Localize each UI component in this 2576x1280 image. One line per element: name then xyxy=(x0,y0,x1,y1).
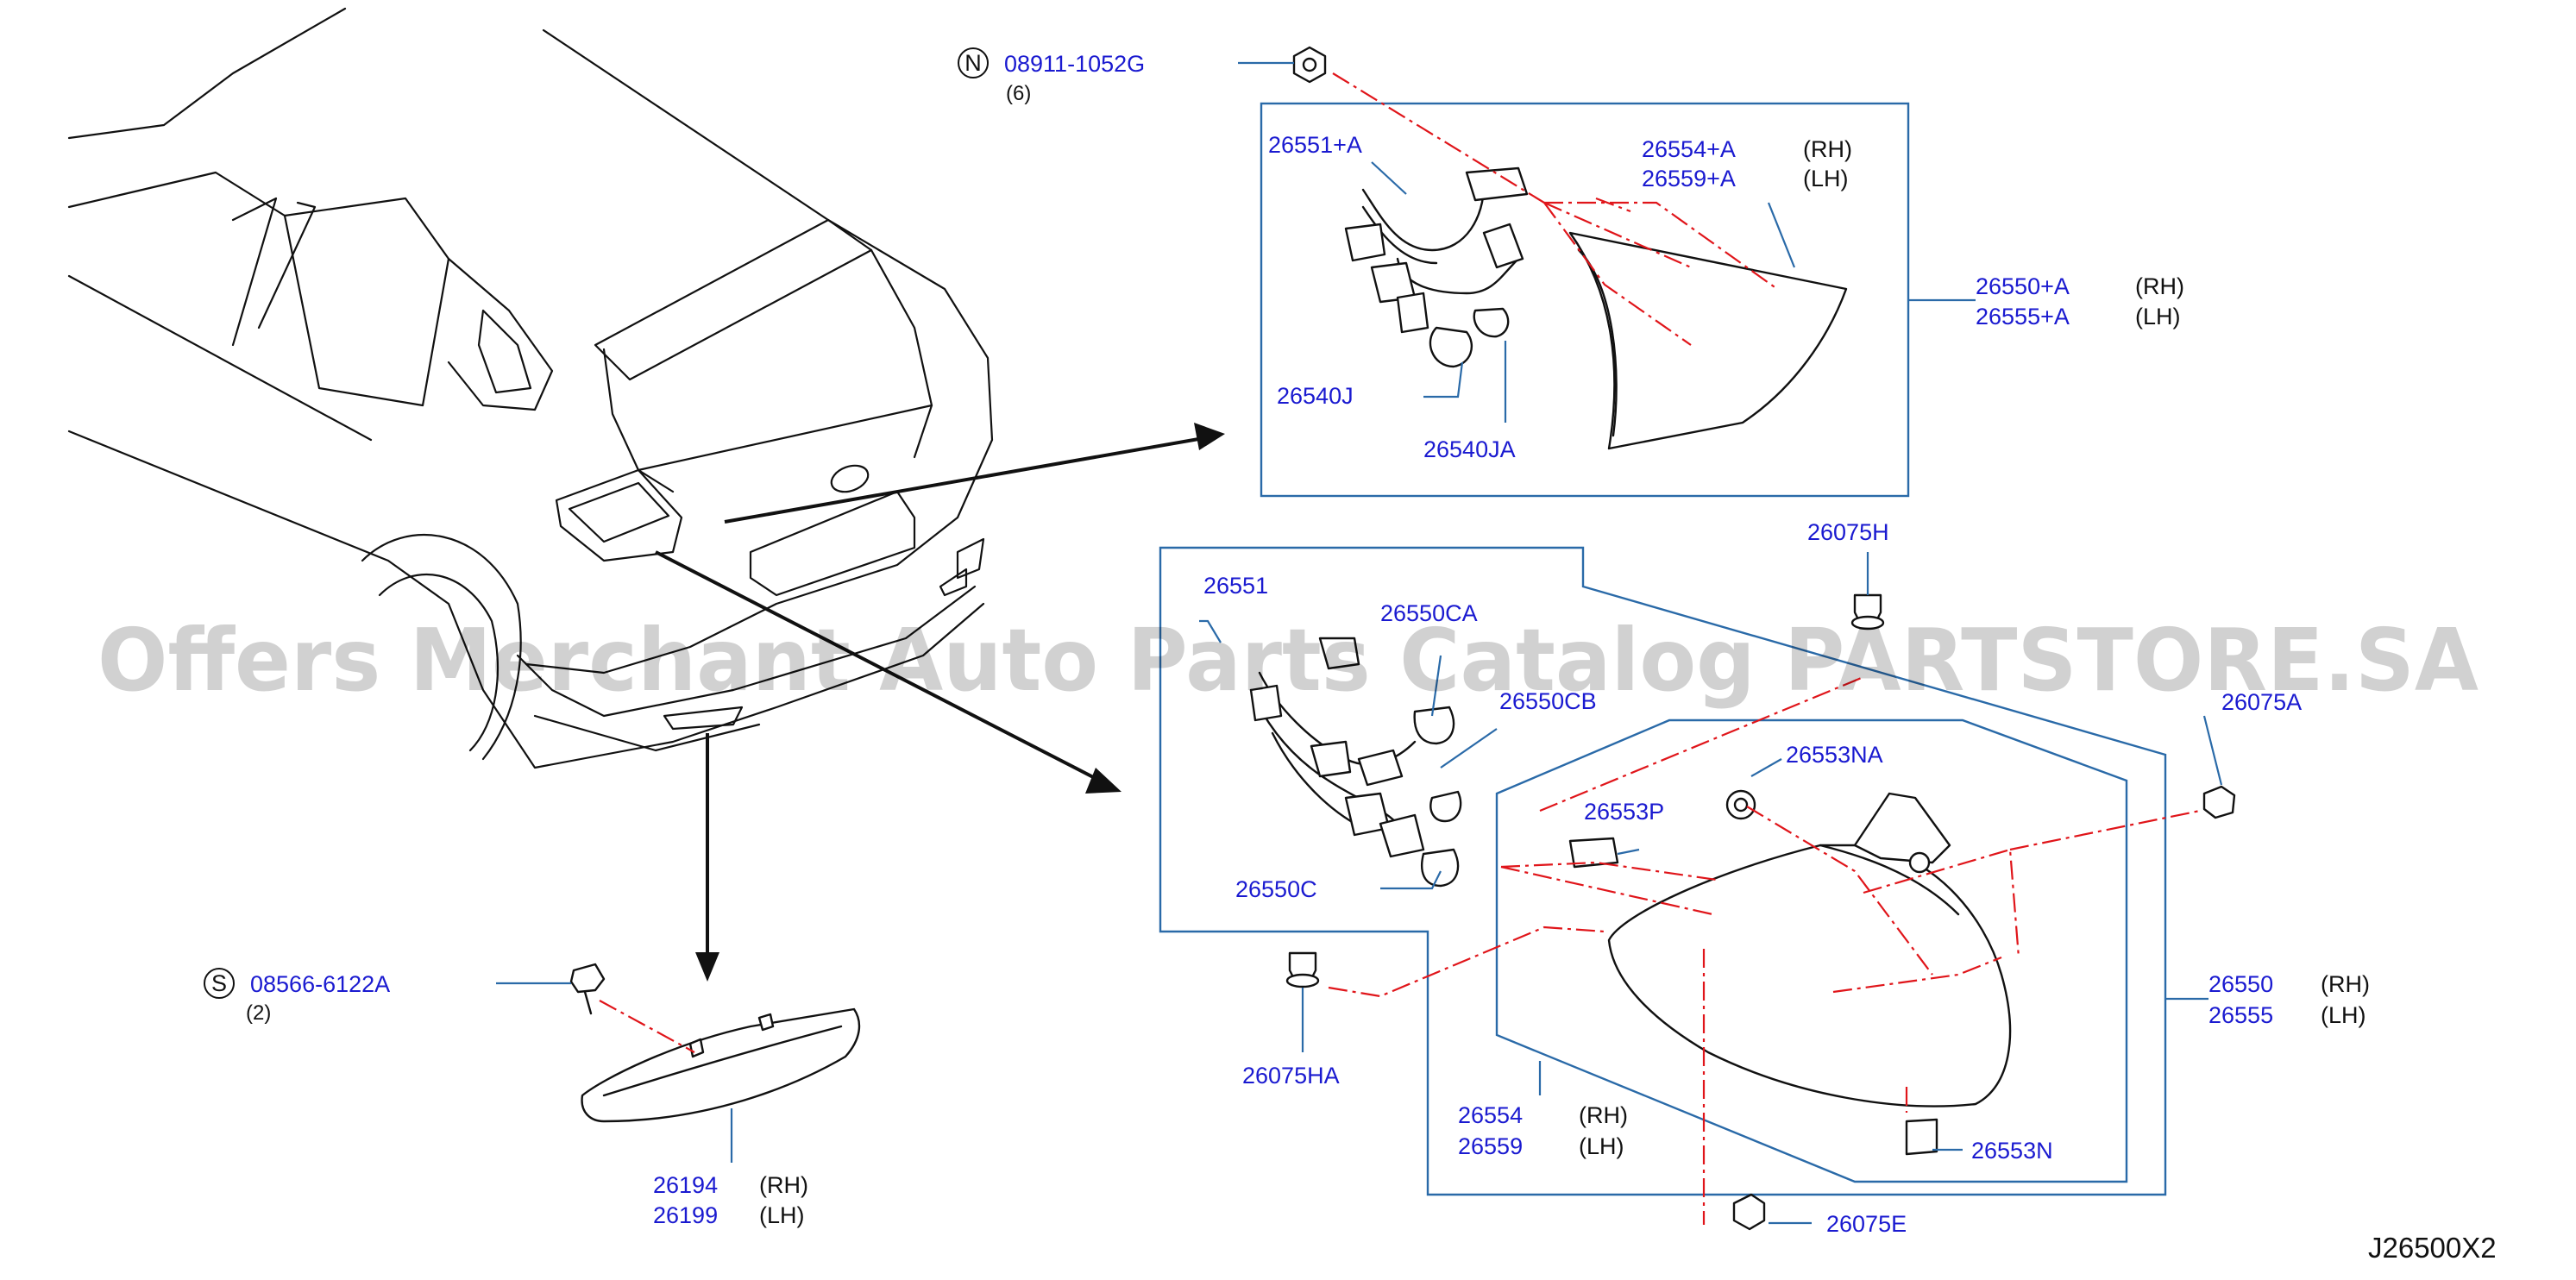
label-26553N[interactable]: 26553N xyxy=(1971,1138,2053,1164)
side-reflector-group xyxy=(496,963,861,1163)
label-screw-pn[interactable]: 08566-6122A xyxy=(250,971,390,997)
diagram-code: J26500X2 xyxy=(2368,1232,2497,1264)
combination-lamp-group xyxy=(1159,546,2236,1231)
label-nut-qty: (6) xyxy=(1006,82,1031,105)
label-26075H[interactable]: 26075H xyxy=(1807,519,1889,545)
label-26555A-side: (LH) xyxy=(2135,304,2181,329)
lens-inner-box xyxy=(1495,718,2128,1183)
label-26550A[interactable]: 26550+A xyxy=(1976,273,2070,299)
labels: 08911-1052G (6) 08566-6122A (2) 26551+A … xyxy=(246,51,2497,1264)
label-26553NA[interactable]: 26553NA xyxy=(1786,742,1883,768)
label-screw-qty: (2) xyxy=(246,1001,271,1025)
side-reflector xyxy=(581,1007,861,1123)
combination-lens xyxy=(1607,844,2012,1107)
label-26550C[interactable]: 26550C xyxy=(1235,876,1317,902)
label-26075E[interactable]: 26075E xyxy=(1826,1211,1907,1237)
label-26555A[interactable]: 26555+A xyxy=(1976,304,2070,329)
label-26559[interactable]: 26559 xyxy=(1458,1133,1523,1159)
label-26550CA[interactable]: 26550CA xyxy=(1380,600,1478,626)
label-26554-side: (RH) xyxy=(1579,1102,1628,1128)
label-26194-side: (RH) xyxy=(759,1172,808,1198)
label-26075HA[interactable]: 26075HA xyxy=(1242,1063,1340,1089)
label-26550[interactable]: 26550 xyxy=(2208,971,2273,997)
screw-symbol: S xyxy=(211,970,227,996)
label-26559-side: (LH) xyxy=(1579,1133,1624,1159)
label-26550A-side: (RH) xyxy=(2135,273,2184,299)
label-26554[interactable]: 26554 xyxy=(1458,1102,1523,1128)
label-26551A[interactable]: 26551+A xyxy=(1268,132,1362,158)
tailgate-lamp-group xyxy=(1238,46,1976,498)
label-26194[interactable]: 26194 xyxy=(653,1172,718,1198)
screw-08566-6122A-icon xyxy=(569,963,606,994)
screw-symbol-circle xyxy=(204,968,235,999)
screw-26075A-icon xyxy=(2202,785,2236,819)
nut-08911-1052G-icon xyxy=(1292,46,1327,84)
label-26553P[interactable]: 26553P xyxy=(1584,799,1664,825)
label-26554A-side: (RH) xyxy=(1803,136,1852,162)
label-26550-side: (RH) xyxy=(2321,971,2370,997)
label-26559A-side: (LH) xyxy=(1803,166,1849,191)
watermark: Offers Merchant Auto Parts Catalog PARTS… xyxy=(97,610,2479,711)
label-26075A[interactable]: 26075A xyxy=(2221,689,2302,715)
label-26555[interactable]: 26555 xyxy=(2208,1002,2273,1028)
nut-symbol: N xyxy=(964,50,982,76)
label-26199-side: (LH) xyxy=(759,1202,805,1228)
label-26554A[interactable]: 26554+A xyxy=(1642,136,1736,162)
callout-arrows xyxy=(655,423,1225,982)
label-26559A[interactable]: 26559+A xyxy=(1642,166,1736,191)
vehicle-outline xyxy=(67,7,994,769)
nut-symbol-circle xyxy=(958,47,989,78)
label-26550CB[interactable]: 26550CB xyxy=(1499,688,1597,714)
callout-symbols: N S xyxy=(204,47,989,999)
label-26199[interactable]: 26199 xyxy=(653,1202,718,1228)
tailgate-lens xyxy=(1568,231,1848,450)
label-26555-side: (LH) xyxy=(2321,1002,2366,1028)
label-nut-pn[interactable]: 08911-1052G xyxy=(1004,51,1145,77)
label-26540J[interactable]: 26540J xyxy=(1277,383,1354,409)
label-26540JA[interactable]: 26540JA xyxy=(1423,436,1516,462)
label-26551[interactable]: 26551 xyxy=(1203,573,1268,599)
combination-lamp-outer-box xyxy=(1159,546,2167,1196)
